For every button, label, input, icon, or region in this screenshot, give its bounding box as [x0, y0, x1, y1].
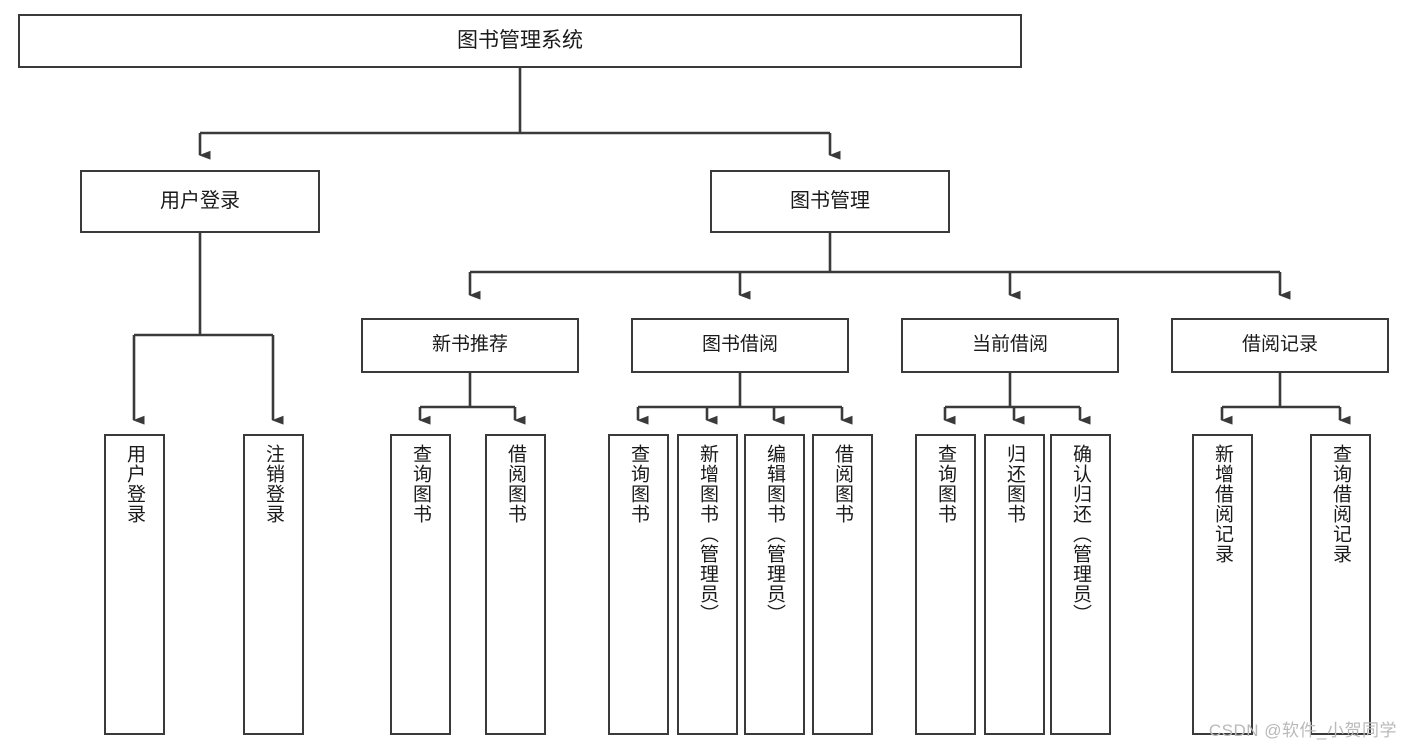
- leaf-user-login-login[interactable]: 用户登录: [104, 434, 165, 735]
- node-label: 新增借阅记录: [1212, 444, 1233, 564]
- leaf-new-book-query-book[interactable]: 查询图书: [390, 434, 451, 735]
- node-label: 当前借阅: [971, 334, 1048, 356]
- node-label: 查询图书: [628, 444, 649, 524]
- node-label: 查询借阅记录: [1330, 444, 1351, 564]
- leaf-book-borrow-query-book[interactable]: 查询图书: [608, 434, 669, 735]
- node-label: 图书管理: [790, 189, 870, 212]
- node-label: 用户登录: [124, 444, 145, 524]
- node-label: 查询图书: [935, 444, 956, 524]
- leaf-current-borrow-confirm-return-admin[interactable]: 确认归还（管理员）: [1050, 434, 1111, 735]
- node-label: 借阅图书: [832, 444, 853, 524]
- csdn-watermark: CSDN @软件_小贺同学: [1208, 721, 1397, 740]
- node-label: 新增图书（管理员）: [697, 444, 718, 624]
- node-label: 图书管理系统: [457, 28, 583, 52]
- leaf-book-borrow-borrow-book[interactable]: 借阅图书: [812, 434, 873, 735]
- leaf-book-borrow-edit-book-admin[interactable]: 编辑图书（管理员）: [744, 434, 805, 735]
- node-root-book-management-system[interactable]: 图书管理系统: [18, 14, 1022, 68]
- node-book-management[interactable]: 图书管理: [710, 170, 950, 233]
- node-label: 注销登录: [263, 444, 284, 524]
- node-label: 用户登录: [160, 189, 240, 212]
- node-label: 图书借阅: [701, 334, 778, 356]
- leaf-current-borrow-return-book[interactable]: 归还图书: [984, 434, 1045, 735]
- leaf-borrow-record-add-record[interactable]: 新增借阅记录: [1192, 434, 1253, 735]
- node-label: 新书推荐: [431, 334, 508, 356]
- node-label: 借阅记录: [1241, 334, 1318, 356]
- node-label: 确认归还（管理员）: [1070, 444, 1091, 624]
- node-borrow-record[interactable]: 借阅记录: [1171, 318, 1389, 373]
- leaf-current-borrow-query-book[interactable]: 查询图书: [915, 434, 976, 735]
- leaf-borrow-record-query-record[interactable]: 查询借阅记录: [1310, 434, 1371, 735]
- node-label: 归还图书: [1004, 444, 1025, 524]
- leaf-book-borrow-add-book-admin[interactable]: 新增图书（管理员）: [677, 434, 738, 735]
- node-label: 编辑图书（管理员）: [764, 444, 785, 624]
- node-label: 查询图书: [410, 444, 431, 524]
- node-current-borrow[interactable]: 当前借阅: [901, 318, 1119, 373]
- node-user-login[interactable]: 用户登录: [80, 170, 320, 233]
- leaf-user-login-logout[interactable]: 注销登录: [243, 434, 304, 735]
- leaf-new-book-borrow-book[interactable]: 借阅图书: [485, 434, 546, 735]
- node-new-book-recommend[interactable]: 新书推荐: [361, 318, 579, 373]
- node-label: 借阅图书: [505, 444, 526, 524]
- node-book-borrow[interactable]: 图书借阅: [631, 318, 849, 373]
